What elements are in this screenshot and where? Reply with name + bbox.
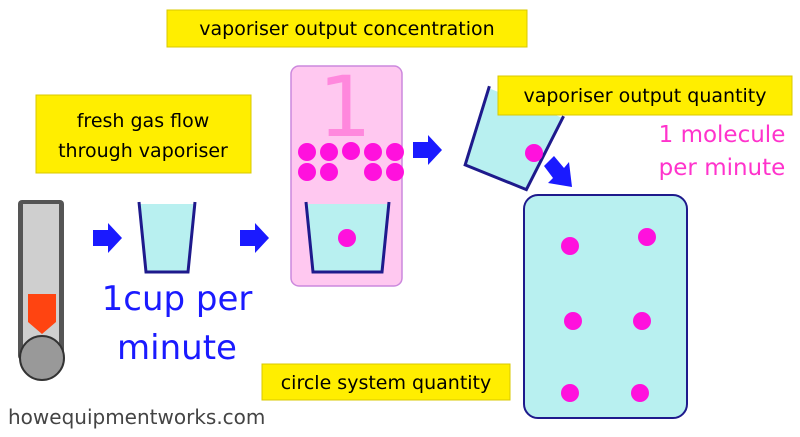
vaporiser-panel: 1 (290, 58, 404, 287)
circle-system-reservoir (523, 194, 688, 419)
molecule (338, 229, 356, 247)
svg-text:vaporiser output quantity: vaporiser output quantity (523, 85, 766, 107)
arrow-right-icon (240, 223, 269, 253)
molecule-rate-line2: per minute (659, 155, 786, 181)
arrow-right-icon (93, 223, 122, 253)
label-circle-system-quantity: circle system quantity (261, 363, 511, 401)
molecule (525, 144, 543, 162)
flow-rate-line2: minute (117, 328, 237, 368)
rotameter-knob (19, 335, 65, 381)
circle-system-molecules (561, 228, 656, 402)
arrow-down-right-icon (544, 156, 572, 187)
concentration-number: 1 (318, 58, 371, 156)
rotameter-tube (18, 200, 65, 381)
svg-text:through vaporiser: through vaporiser (58, 140, 228, 162)
label-fresh-gas-flow: fresh gas flow through vaporiser (35, 94, 252, 174)
svg-text:vaporiser output concentration: vaporiser output concentration (199, 18, 494, 40)
svg-text:circle system quantity: circle system quantity (281, 372, 492, 394)
fresh-gas-cup (137, 201, 197, 274)
label-vaporiser-output-concentration: vaporiser output concentration (166, 9, 528, 48)
molecule-rate-line1: 1 molecule (659, 122, 786, 148)
arrow-right-icon (413, 135, 442, 165)
svg-text:fresh gas flow: fresh gas flow (77, 110, 210, 132)
footer-url: howequipmentworks.com (8, 405, 265, 429)
rotameter-float (28, 294, 56, 334)
label-vaporiser-output-quantity: vaporiser output quantity (497, 75, 793, 116)
vapour-molecules (298, 142, 404, 181)
flow-rate-line1: 1cup per (102, 279, 253, 319)
